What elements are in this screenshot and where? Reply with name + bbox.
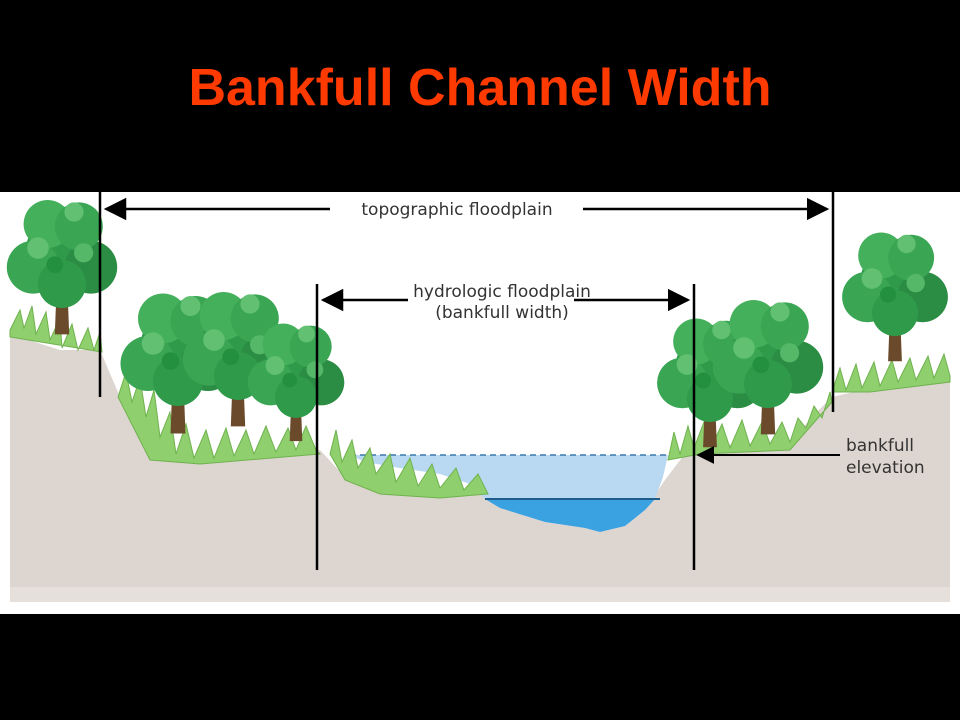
slide-title: Bankfull Channel Width bbox=[188, 59, 772, 117]
soil-profile bbox=[10, 332, 950, 602]
bankfull-elevation-label-line2: elevation bbox=[846, 458, 925, 478]
floodplain-diagram: topographic floodplain hydrologic floodp… bbox=[0, 192, 960, 614]
bankfull-width-label: (bankfull width) bbox=[435, 303, 569, 323]
soil-bottom-band bbox=[10, 587, 950, 602]
bankfull-elevation-label-line1: bankfull bbox=[846, 436, 914, 456]
floodplain-diagram-svg: topographic floodplain hydrologic floodp… bbox=[0, 192, 951, 602]
hydrologic-floodplain-label: hydrologic floodplain bbox=[413, 282, 591, 302]
channel-water bbox=[485, 499, 655, 532]
floodplain-water bbox=[350, 455, 668, 499]
topographic-floodplain-label: topographic floodplain bbox=[361, 200, 552, 220]
